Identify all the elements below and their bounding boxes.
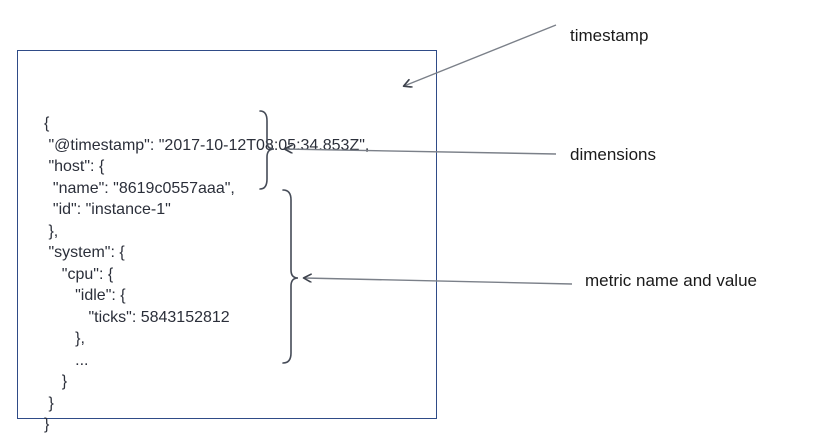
json-code-line: } — [44, 394, 54, 412]
json-code-line: "idle": { — [44, 287, 126, 304]
json-code-line: "ticks": 5843152812 — [44, 308, 230, 326]
metric-name-and-value-label: metric name and value — [585, 271, 757, 290]
timestamp-label: timestamp — [570, 26, 649, 45]
json-code-line: } — [44, 373, 68, 390]
json-code-line: "@timestamp": "2017-10-12T08:05:34.853Z"… — [44, 136, 370, 154]
json-code-line: "id": "instance-1" — [44, 201, 171, 218]
json-code-line: "name": "8619c0557aaa", — [44, 179, 235, 197]
json-code-line: "cpu": { — [44, 265, 114, 283]
json-document-box: { "@timestamp": "2017-10-12T08:05:34.853… — [17, 50, 437, 433]
json-code-block: { "@timestamp": "2017-10-12T08:05:34.853… — [44, 113, 369, 436]
dimensions-label: dimensions — [570, 145, 656, 164]
json-code-line: }, — [44, 330, 85, 347]
json-code-line: { — [44, 115, 50, 132]
json-code-line: }, — [44, 222, 59, 240]
json-code-line: } — [44, 416, 50, 433]
json-code-line: "system": { — [44, 244, 125, 261]
json-code-line: ... — [44, 351, 89, 369]
json-code-line: "host": { — [44, 158, 105, 175]
